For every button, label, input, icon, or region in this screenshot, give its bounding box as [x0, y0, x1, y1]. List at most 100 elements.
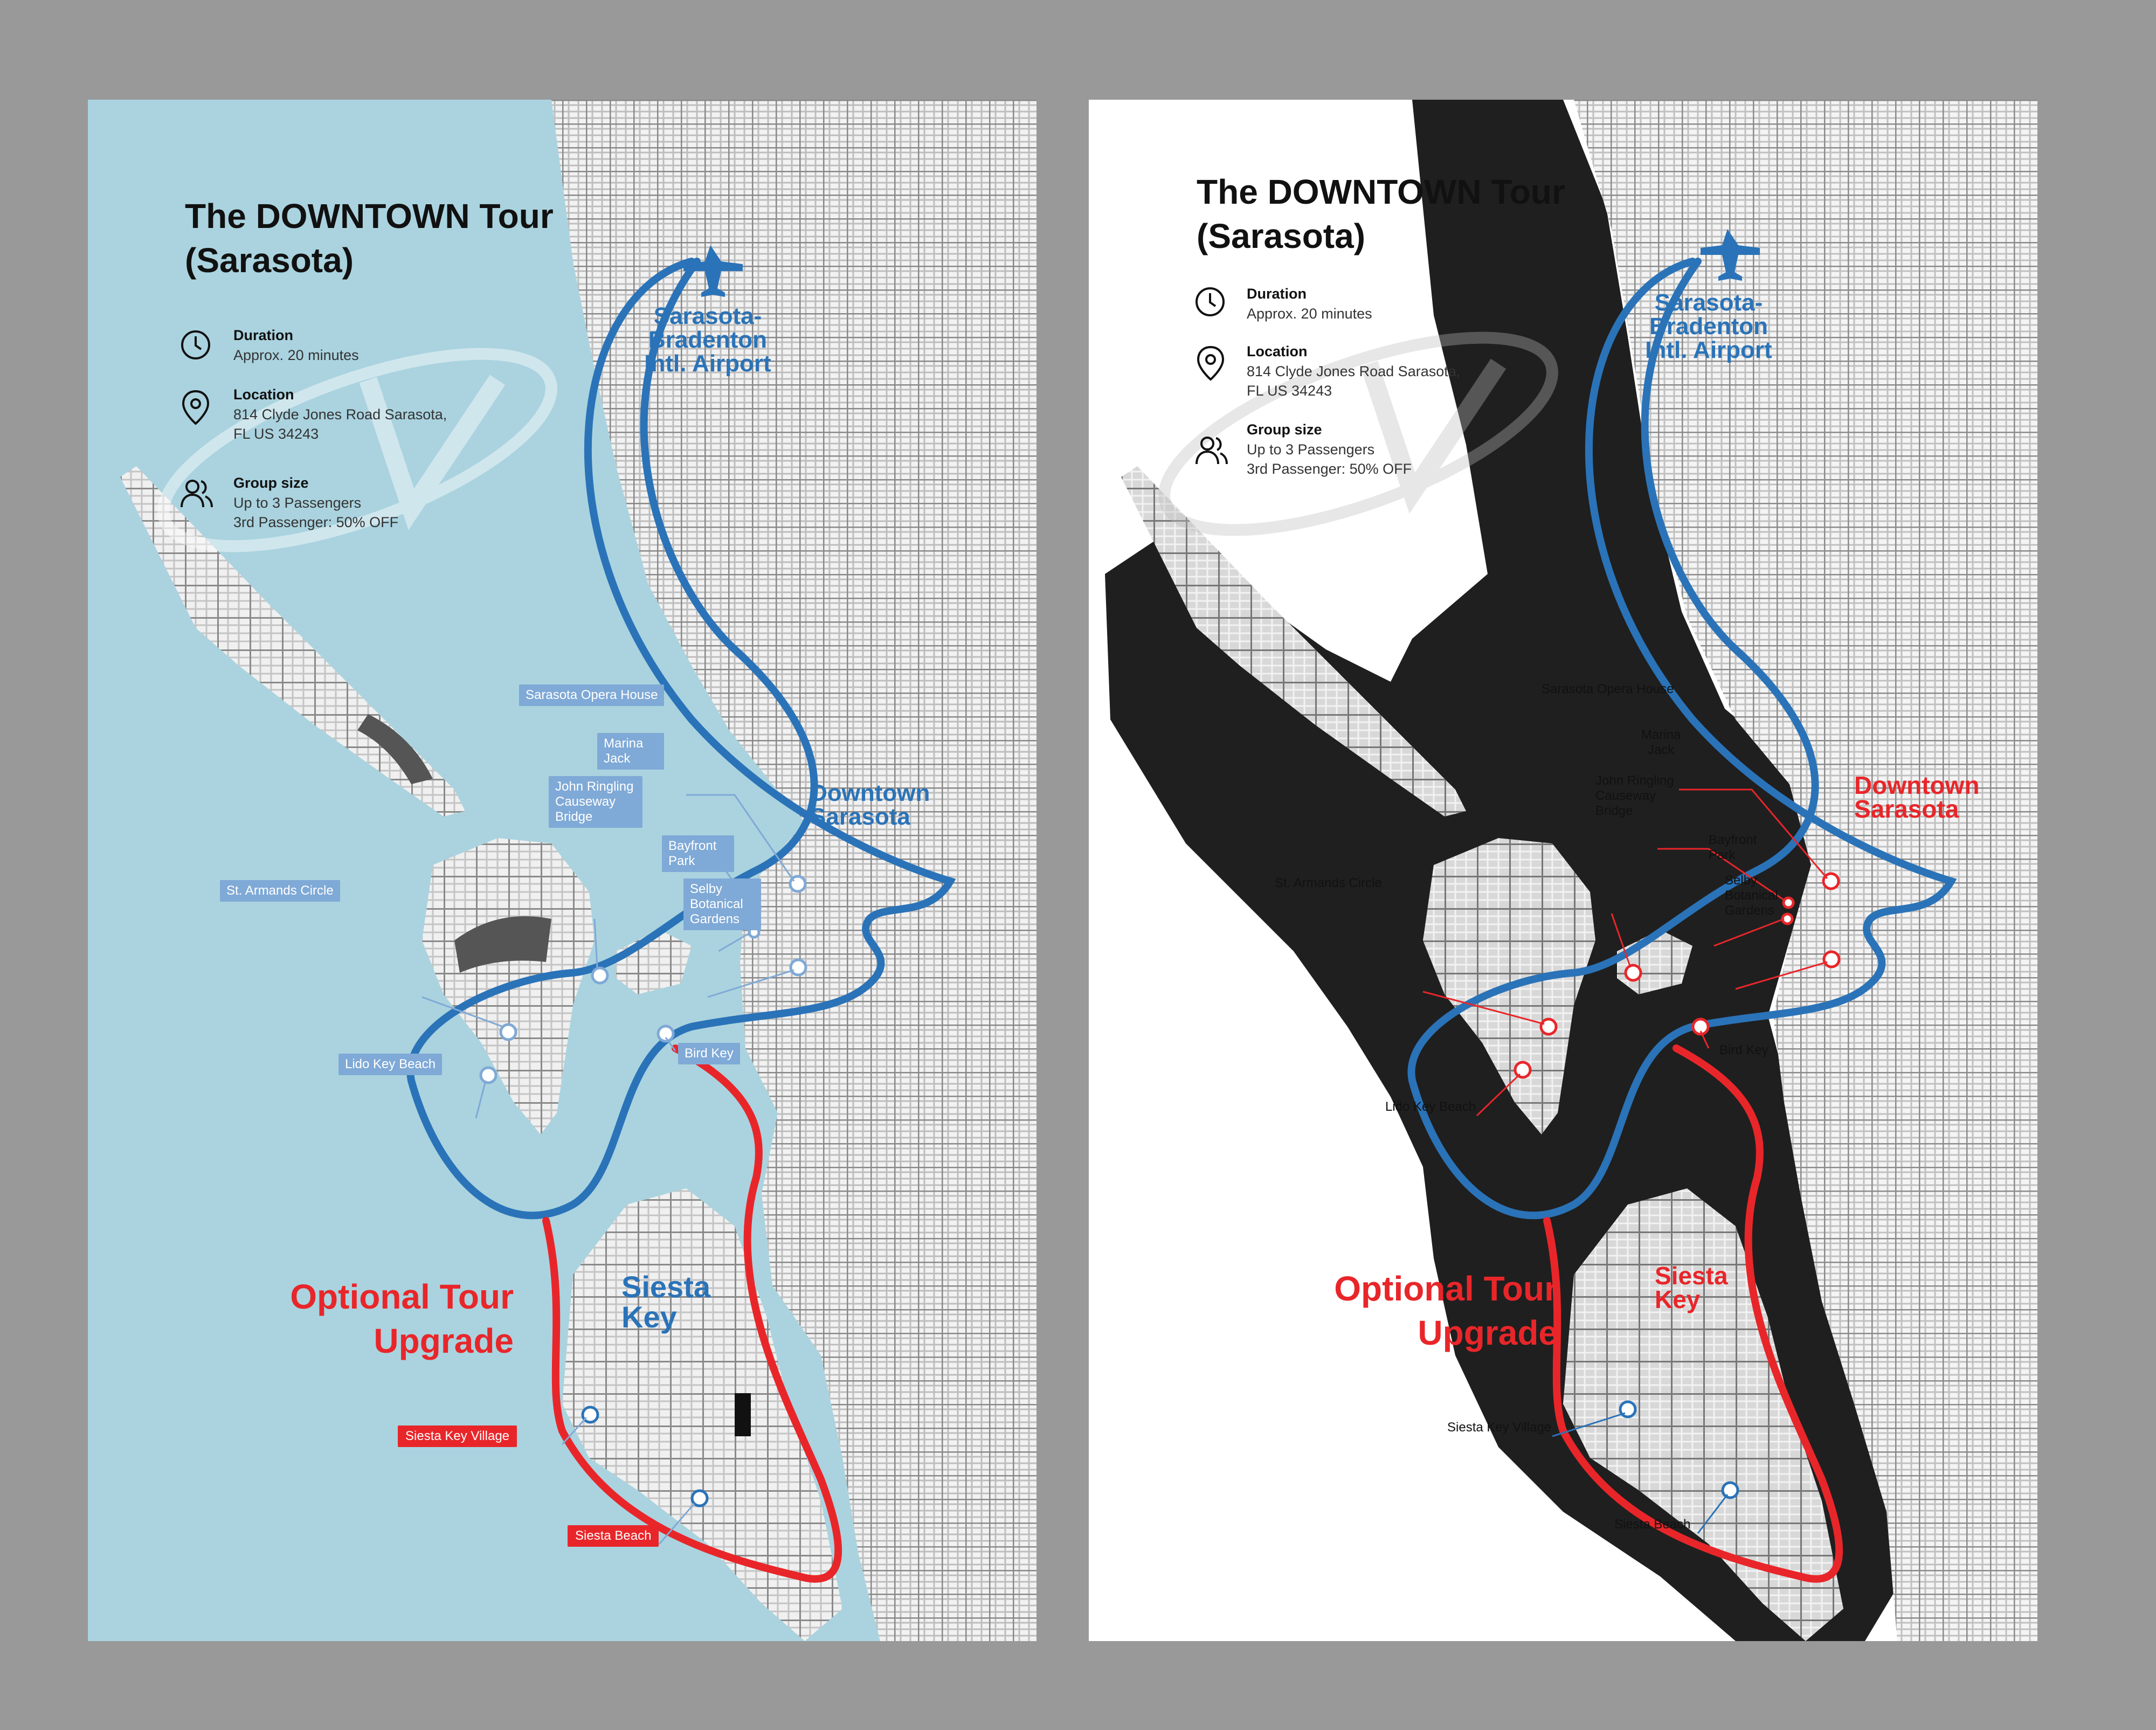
- title-text: The DOWNTOWN Tour (Sarasota): [185, 197, 554, 280]
- marina-line1: Marina: [1641, 728, 1681, 742]
- stop-label-bayfront[interactable]: Bayfront Park: [662, 835, 734, 872]
- route-red: [1543, 1044, 1843, 1583]
- upgrade-line2: Upgrade: [374, 1321, 514, 1360]
- group-line2: 3rd Passenger: 50% OFF: [1247, 461, 1412, 477]
- airplane-icon: [683, 245, 743, 297]
- stop-label-ringling[interactable]: John Ringling Causeway Bridge: [1595, 773, 1674, 819]
- route-blue: [1407, 258, 1957, 1220]
- stop-label-village[interactable]: Siesta Key Village: [1447, 1420, 1552, 1435]
- airport-line1: Sarasota-: [1654, 289, 1763, 316]
- bayfront-line2: Park: [668, 854, 695, 868]
- stop-label-village[interactable]: Siesta Key Village: [398, 1425, 517, 1447]
- selby-line3: Gardens: [1725, 903, 1775, 918]
- airport-line3: Intl. Airport: [644, 350, 771, 377]
- upgrade-line1: Optional Tour: [1334, 1269, 1558, 1308]
- location-label: Location: [233, 386, 294, 403]
- longboat-key: [1121, 466, 1466, 816]
- stop-label-bayfront[interactable]: Bayfront Park: [1709, 833, 1757, 863]
- siesta-line1: Siesta: [1655, 1262, 1728, 1290]
- airport-line1: Sarasota-: [653, 303, 762, 329]
- logo-watermark: [1158, 331, 1558, 536]
- group-line2: 3rd Passenger: 50% OFF: [233, 514, 399, 530]
- stop-label-lido[interactable]: Lido Key Beach: [338, 1054, 443, 1075]
- logo-watermark: [157, 348, 557, 552]
- siesta-key: [1563, 1188, 1843, 1641]
- red-stop-markers: [1619, 1400, 1739, 1499]
- bayfront-line1: Bayfront: [1709, 833, 1757, 847]
- downtown-line1: Downtown: [810, 780, 930, 806]
- group-line1: Up to 3 Passengers: [233, 495, 362, 511]
- airplane-icon: [1701, 229, 1760, 281]
- downtown-label: Downtown Sarasota: [1854, 773, 2016, 821]
- stop-label-beach[interactable]: Siesta Beach: [568, 1525, 659, 1547]
- location-label: Location: [1247, 343, 1308, 359]
- siesta-line2: Key: [1655, 1285, 1701, 1313]
- location-line2: FL US 34243: [1247, 383, 1332, 399]
- duration-label: Duration: [1247, 286, 1307, 302]
- group-label: Group size: [233, 475, 309, 491]
- stop-label-beach[interactable]: Siesta Beach: [1614, 1517, 1691, 1532]
- duration-text: Approx. 20 minutes: [1247, 306, 1372, 322]
- airport-label: Sarasota- Bradenton Intl. Airport: [1628, 291, 1789, 362]
- airport-line3: Intl. Airport: [1645, 337, 1772, 363]
- title-text: The DOWNTOWN Tour (Sarasota): [1197, 172, 1565, 255]
- selby-line3: Gardens: [690, 912, 740, 926]
- group-icon: [181, 480, 213, 508]
- stop-label-armands[interactable]: St. Armands Circle: [1275, 876, 1382, 890]
- route-red: [542, 1044, 842, 1583]
- marina-line2: Jack: [1648, 743, 1675, 757]
- selby-line2: Botanical: [690, 897, 743, 911]
- group-label: Group size: [1247, 421, 1322, 438]
- duration-label: Duration: [233, 327, 293, 343]
- group-line1: Up to 3 Passengers: [1247, 441, 1375, 458]
- downtown-line2: Sarasota: [810, 804, 910, 830]
- airport-line2: Bradenton: [1649, 313, 1768, 340]
- clock-icon: [1196, 287, 1225, 316]
- stop-label-lido[interactable]: Lido Key Beach: [1385, 1099, 1476, 1114]
- map-canvas: [120, 100, 1036, 1641]
- mainland: [551, 100, 1036, 1641]
- ringling-line2: Causeway: [1595, 788, 1656, 803]
- route-blue: [406, 258, 956, 1220]
- downtown-line2: Sarasota: [1854, 795, 1959, 823]
- siesta-line1: Siesta: [621, 1270, 710, 1304]
- upgrade-label: Optional Tour Upgrade: [185, 1275, 514, 1363]
- ringling-line3: Bridge: [1595, 804, 1633, 818]
- mainland: [1574, 100, 2037, 1641]
- upgrade-label: Optional Tour Upgrade: [1170, 1267, 1558, 1355]
- page-title: The DOWNTOWN Tour (Sarasota): [1197, 170, 1574, 258]
- leader-lines: [1422, 788, 1828, 1117]
- stop-label-selby[interactable]: Selby Botanical Gardens: [1725, 873, 1778, 918]
- location-line1: 814 Clyde Jones Road Sarasota,: [1247, 363, 1461, 379]
- ringling-line1: John Ringling: [555, 779, 634, 794]
- bayfront-line1: Bayfront: [668, 839, 717, 853]
- leader-lines-blue: [1552, 1412, 1729, 1534]
- siesta-key: [562, 1188, 842, 1641]
- stop-label-ringling[interactable]: John Ringling Causeway Bridge: [549, 776, 642, 828]
- selby-line2: Botanical: [1725, 888, 1778, 903]
- stop-label-opera[interactable]: Sarasota Opera House: [1542, 682, 1674, 696]
- marina-line1: Marina: [604, 736, 644, 751]
- stop-label-marina[interactable]: Marina Jack: [1641, 728, 1681, 758]
- airport-label: Sarasota- Bradenton Intl. Airport: [627, 305, 789, 376]
- map-panel-left: The DOWNTOWN Tour (Sarasota) Duration Ap…: [88, 100, 1036, 1641]
- downtown-line1: Downtown: [1854, 771, 1980, 799]
- stop-label-birdkey[interactable]: Bird Key: [678, 1043, 740, 1064]
- stop-markers: [1514, 872, 1841, 1079]
- stop-label-marina[interactable]: Marina Jack: [597, 733, 664, 770]
- stop-markers: [479, 875, 807, 1084]
- stop-label-armands[interactable]: St. Armands Circle: [220, 880, 340, 902]
- map-panel-right: The DOWNTOWN Tour (Sarasota) Duration Ap…: [1089, 100, 2037, 1641]
- siesta-line2: Key: [621, 1300, 677, 1334]
- stop-label-selby[interactable]: Selby Botanical Gardens: [683, 878, 761, 930]
- location-pin-icon: [1197, 345, 1225, 381]
- duration-text: Approx. 20 minutes: [233, 347, 359, 363]
- siesta-key-label: Siesta Key: [621, 1272, 772, 1332]
- map-canvas-dark: [1105, 100, 2037, 1641]
- clock-icon: [181, 330, 210, 359]
- stop-label-birdkey[interactable]: Bird Key: [1719, 1043, 1768, 1057]
- location-pin-icon: [182, 390, 210, 425]
- location-line2: FL US 34243: [233, 426, 319, 442]
- stop-label-opera[interactable]: Sarasota Opera House: [519, 684, 665, 706]
- ringling-line2: Causeway: [555, 794, 616, 809]
